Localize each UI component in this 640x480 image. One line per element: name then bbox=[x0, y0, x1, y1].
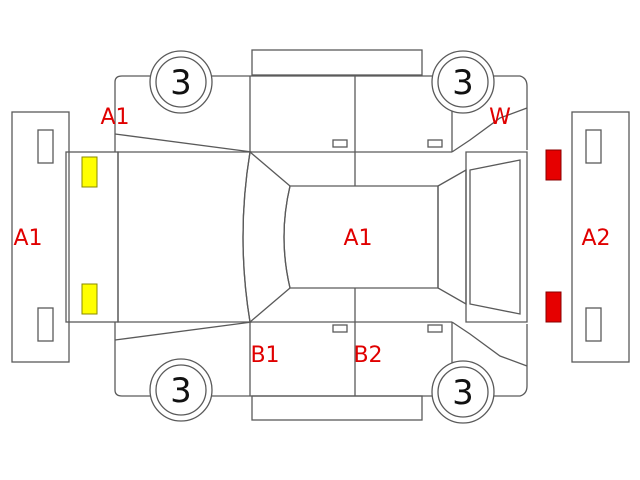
mark-rear-left-fender: W bbox=[489, 105, 511, 130]
left-side-body bbox=[114, 75, 528, 154]
tire-rear-right: 3 bbox=[431, 360, 495, 424]
left-side-sill bbox=[251, 49, 423, 76]
top-view-body bbox=[65, 150, 528, 324]
rear-lamp-left bbox=[545, 149, 562, 181]
front-lamp-left bbox=[81, 156, 98, 188]
tire-front-left-value: 3 bbox=[170, 63, 192, 103]
mark-roof: A1 bbox=[343, 226, 372, 251]
rear-lamp-right bbox=[545, 291, 562, 323]
tire-rear-left: 3 bbox=[431, 50, 495, 114]
right-side-sill bbox=[251, 395, 423, 421]
tire-rear-right-value: 3 bbox=[452, 373, 474, 413]
mark-front-left-fender: A1 bbox=[100, 105, 129, 130]
tire-rear-left-value: 3 bbox=[452, 63, 474, 103]
tire-front-right-value: 3 bbox=[170, 371, 192, 411]
tire-front-right: 3 bbox=[149, 358, 213, 422]
mark-front-bumper: A1 bbox=[13, 226, 42, 251]
mark-rear-bumper: A2 bbox=[581, 226, 610, 251]
front-lamp-right bbox=[81, 283, 98, 315]
front-bumper bbox=[11, 111, 70, 363]
rear-bumper bbox=[571, 111, 630, 363]
mark-rear-right-door: B2 bbox=[353, 343, 382, 368]
mark-front-right-door: B1 bbox=[250, 343, 279, 368]
tire-front-left: 3 bbox=[149, 50, 213, 114]
